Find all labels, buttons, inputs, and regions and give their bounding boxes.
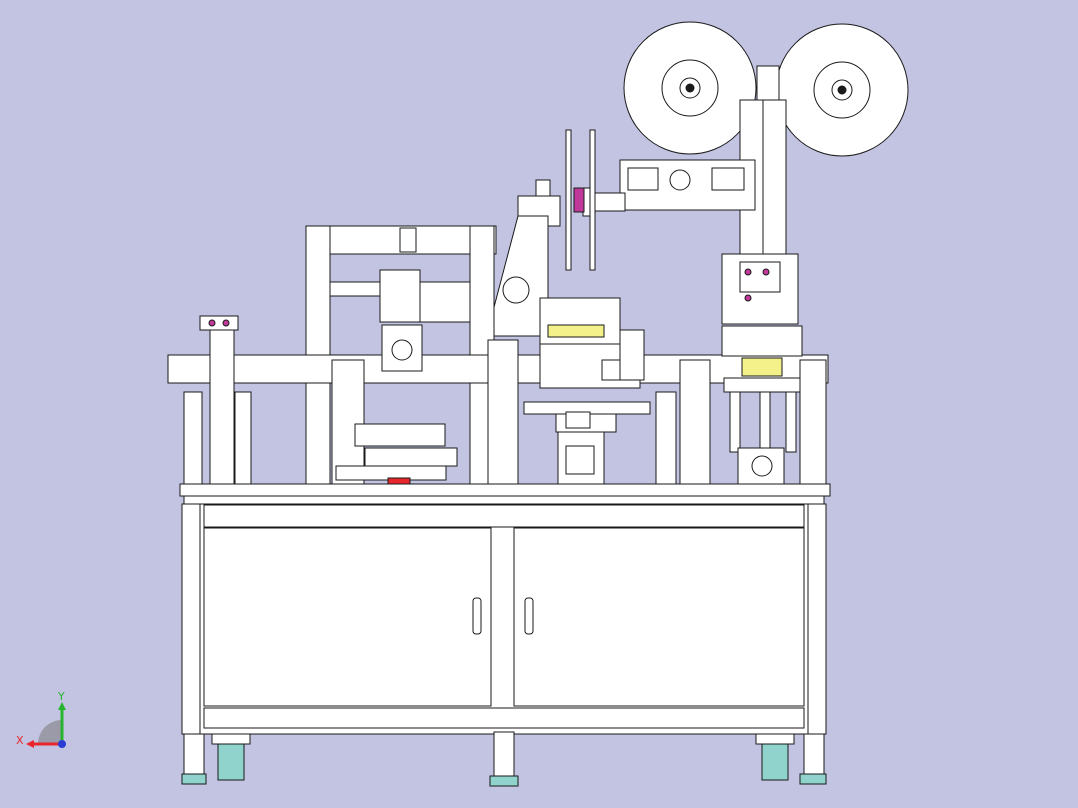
y-axis-arrowhead <box>58 702 66 710</box>
orientation-triad[interactable]: X Y <box>16 690 66 748</box>
door-handle-right[interactable] <box>524 597 534 635</box>
door-handle-left[interactable] <box>472 597 482 635</box>
foot-center <box>489 731 519 787</box>
x-axis-label: X <box>16 734 24 747</box>
z-axis-dot <box>58 740 66 748</box>
tape-reel-right <box>775 23 909 157</box>
x-axis-arrowhead <box>26 740 34 748</box>
feeding-module <box>523 297 651 485</box>
cabinet-body <box>181 503 827 735</box>
table-top <box>179 483 831 497</box>
y-axis-label: Y <box>57 690 65 703</box>
caster-left <box>181 733 251 785</box>
press-stack <box>721 253 803 485</box>
triad-quadrant-icon <box>38 720 62 744</box>
frame-posts <box>183 329 827 489</box>
gusset-bracket <box>487 215 549 337</box>
machine-drawing <box>167 21 909 787</box>
tape-reel-left <box>623 21 757 155</box>
caster-right <box>755 733 827 785</box>
cutter-disc-pair <box>565 129 596 271</box>
reel-hub-bracket <box>756 65 780 101</box>
